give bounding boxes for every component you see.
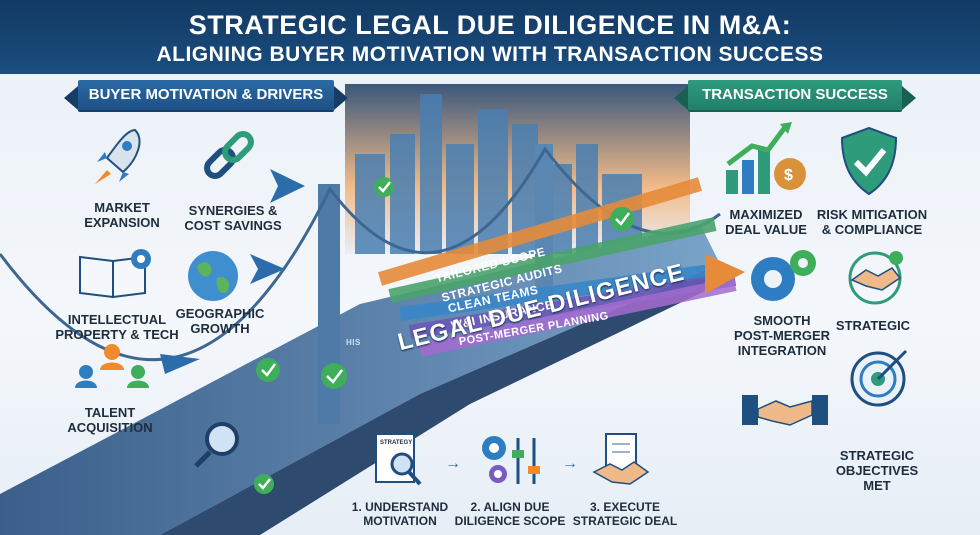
right-item-1-label: MAXIMIZED DEAL VALUE [712, 207, 820, 237]
target-icon [850, 349, 908, 407]
handshake-icon [848, 251, 903, 305]
diligence-streams [378, 177, 745, 357]
gears-icon [751, 250, 816, 301]
left-banner: BUYER MOTIVATION & DRIVERS [64, 80, 348, 110]
mini-sign: HIS [346, 338, 361, 347]
label-line: DILIGENCE SCOPE [454, 514, 566, 528]
step-arrow-icon: → [562, 455, 578, 472]
label-line: GROWTH [190, 321, 250, 336]
right-item-4-label: STRATEGIC [828, 318, 918, 333]
left-item-2-label: SYNERGIES & COST SAVINGS [178, 203, 288, 233]
title-line-1: STRATEGIC LEGAL DUE DILIGENCE IN M&A: [188, 10, 792, 40]
label-line: STRATEGIC DEAL [572, 514, 678, 528]
label-line: EXPANSION [84, 215, 160, 230]
strategy-doc-label: STRATEGY [380, 440, 412, 446]
strategy-magnifier-icon: STRATEGY [375, 433, 422, 486]
left-item-1-label: MARKET EXPANSION [72, 200, 172, 230]
label-line: RISK MITIGATION [816, 207, 928, 222]
svg-text:$: $ [784, 167, 793, 184]
step-arrow-icon: → [445, 455, 461, 472]
book-gear-icon [79, 249, 151, 299]
flow-arrows-left [160, 169, 305, 374]
title-line-2: ALIGNING BUYER MOTIVATION WITH TRANSACTI… [156, 43, 824, 66]
label-line: MET [863, 478, 891, 493]
label-line: STRATEGIC [839, 448, 915, 463]
label-line: MARKET [94, 200, 150, 215]
right-item-5-label: STRATEGIC OBJECTIVES MET [822, 448, 932, 493]
label-line: INTELLECTUAL [67, 312, 167, 327]
label-line: ACQUISITION [67, 420, 153, 435]
label-line: 2. ALIGN DUE [470, 500, 550, 514]
label-line: STRATEGIC [835, 318, 911, 333]
label-line: & COMPLIANCE [821, 222, 923, 237]
label-line: SYNERGIES & [188, 203, 278, 218]
label-line: SMOOTH [753, 313, 811, 328]
chain-link-icon [204, 131, 254, 179]
rocket-icon [95, 128, 141, 184]
label-line: MAXIMIZED [729, 207, 803, 222]
right-item-3-label: SMOOTH POST-MERGER INTEGRATION [722, 313, 842, 358]
right-item-2-label: RISK MITIGATION & COMPLIANCE [812, 207, 932, 237]
deal-handshake-icon-large [742, 395, 828, 426]
label-line: OBJECTIVES [835, 463, 919, 478]
step-1-label: 1. UNDERSTAND MOTIVATION [345, 500, 455, 528]
growth-chart-icon: $ [726, 122, 806, 194]
step-2-label: 2. ALIGN DUE DILIGENCE SCOPE [450, 500, 570, 528]
label-line: COST SAVINGS [184, 218, 282, 233]
gear-sliders-icon [482, 436, 540, 484]
left-item-5-label: TALENT ACQUISITION [60, 405, 160, 435]
label-line: DEAL VALUE [725, 222, 807, 237]
people-network-icon [75, 344, 149, 388]
label-line: 3. EXECUTE [589, 500, 661, 514]
bridge-scene [0, 84, 745, 535]
left-item-4-label: GEOGRAPHIC GROWTH [165, 306, 275, 336]
header-band: STRATEGIC LEGAL DUE DILIGENCE IN M&A: AL… [0, 0, 980, 74]
label-line: POST-MERGER [733, 328, 831, 343]
label-line: GEOGRAPHIC [175, 306, 265, 321]
right-banner: TRANSACTION SUCCESS [674, 80, 916, 110]
check-badges [254, 177, 634, 494]
left-item-3-label: INTELLECTUAL PROPERTY & TECH [52, 312, 182, 342]
label-line: INTEGRATION [737, 343, 827, 358]
label-line: MOTIVATION [363, 514, 437, 528]
label-line: PROPERTY & TECH [55, 327, 179, 342]
step-3-label: 3. EXECUTE STRATEGIC DEAL [570, 500, 680, 528]
globe-icon [188, 251, 238, 301]
label-line: TALENT [84, 405, 136, 420]
label-line: 1. UNDERSTAND [351, 500, 449, 514]
magnifier-icon [194, 422, 239, 468]
deal-handshake-icon [592, 433, 650, 485]
shield-check-icon [840, 126, 898, 196]
